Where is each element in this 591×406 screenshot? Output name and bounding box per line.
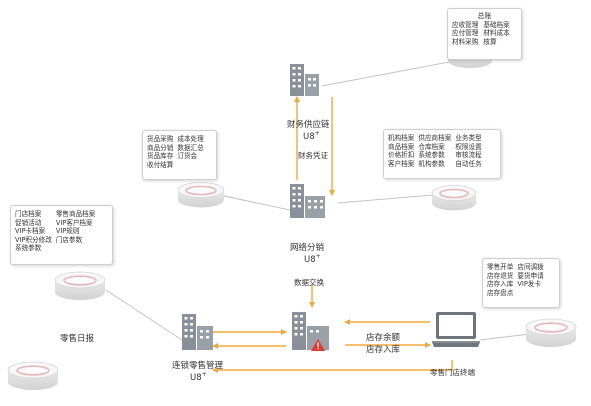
- edge-finance-voucher-label: 财务凭证: [298, 151, 328, 160]
- list-item: 货品采购: [147, 135, 174, 143]
- list-item: 商品档案: [388, 142, 415, 151]
- connector-ledger: [321, 57, 471, 87]
- list-item: 自动任务: [455, 159, 482, 168]
- list-item: 订货会: [177, 152, 198, 161]
- list-item: 店存盘点: [487, 288, 514, 297]
- edge-store-balance-label: 店存余额: [366, 333, 401, 343]
- disk-retail-daily-icon: [7, 361, 59, 390]
- list-item: 货品库存: [147, 152, 174, 161]
- list-item: VIP客户档案: [55, 218, 93, 227]
- node-finance-u8: U8+: [303, 130, 320, 142]
- list-item: 店存入库: [487, 280, 514, 289]
- callout-retail-left: 门店档案 促销活动 VIP卡档案 VIP积分修改 系统参数 零售商品档案 VIP…: [10, 205, 113, 265]
- list-item: 店间调拨: [517, 263, 544, 271]
- list-item: 价格折扣: [388, 151, 415, 160]
- list-item: 零售商品档案: [55, 210, 96, 218]
- list-item: 收付结算: [147, 160, 174, 169]
- server-distribution-icon: [290, 184, 325, 218]
- connector-distribution-right: [337, 194, 434, 204]
- callout-terminal-right: 零售开单 店存退货 店存入库 店存盘点 店间调拨 要货申请 VIP发卡: [482, 258, 560, 308]
- callout-finance-left-col1: 货品采购 商品分销 货品库存 收付结算: [147, 135, 173, 169]
- list-item: 基础档案: [483, 20, 510, 29]
- retail-daily-label: 零售日报: [60, 334, 95, 344]
- node-distribution-u8: U8+: [304, 253, 321, 265]
- list-item: 店存退货: [487, 271, 514, 280]
- node-chain-u8: U8+: [190, 371, 207, 383]
- u8-plus: +: [315, 253, 321, 260]
- callout-ledger-col2: 基础档案 材料成本 核算: [483, 21, 509, 47]
- server-store-icon: [292, 312, 329, 351]
- callout-distribution-right-col1: 机构档案 商品档案 价格折扣 客户档案: [388, 134, 414, 168]
- callout-ledger: 总账 应收管理 应付管理 材料采购 基础档案 材料成本 核算: [447, 8, 522, 60]
- disk-terminal-right-icon: [525, 318, 577, 347]
- list-item: 应收管理: [452, 20, 479, 29]
- list-item: 成本处理: [177, 135, 204, 143]
- list-item: 材料采购: [452, 37, 479, 46]
- list-item: VIP积分修改: [15, 235, 52, 244]
- list-item: 商品分销: [147, 143, 174, 152]
- connector-terminal-right: [479, 333, 531, 341]
- disk-retail-left-icon: [54, 271, 106, 300]
- callout-retail-left-col2: 零售商品档案 VIP客户档案 VIP规则 门店参数: [56, 210, 96, 244]
- callout-distribution-right: 机构档案 商品档案 价格折扣 客户档案 供应商档案 仓库档案 系统参数 机构参数…: [383, 129, 501, 179]
- list-item: 零售开单: [487, 263, 514, 271]
- node-chain-label: 连锁零售管理: [172, 361, 224, 371]
- edge-store-inbound-label: 店存入库: [366, 345, 401, 355]
- laptop-icon: [432, 312, 480, 347]
- callout-finance-left-col2: 成本处理 数据汇总 订货会: [177, 135, 203, 161]
- callout-retail-left-col1: 门店档案 促销活动 VIP卡档案 VIP积分修改 系统参数: [15, 210, 52, 253]
- callout-distribution-right-col2: 供应商档案 仓库档案 系统参数 机构参数: [418, 134, 451, 168]
- edge-data-exchange-label: 数据交换: [294, 278, 324, 287]
- u8-text: U8: [190, 372, 202, 383]
- list-item: 系统参数: [418, 151, 445, 160]
- node-terminal-label: 零售门店终端: [430, 368, 475, 377]
- list-item: 仓库档案: [418, 142, 445, 151]
- connector-retail-left: [105, 289, 183, 341]
- list-item: 供应商档案: [418, 134, 452, 142]
- list-item: 材料成本: [483, 29, 510, 38]
- list-item: 门店档案: [15, 210, 42, 218]
- disk-finance-left-icon: [177, 182, 225, 208]
- callout-terminal-right-col1: 零售开单 店存退货 店存入库 店存盘点: [487, 263, 513, 297]
- u8-text: U8: [303, 131, 315, 142]
- u8-plus: +: [201, 371, 207, 378]
- u8-plus: +: [314, 130, 320, 137]
- list-item: 应付管理: [452, 29, 479, 38]
- list-item: 机构参数: [418, 159, 445, 168]
- list-item: 促销活动: [15, 218, 42, 227]
- list-item: VIP卡档案: [15, 227, 46, 236]
- callout-distribution-right-col3: 业务类型 权限设置 审核流程 自动任务: [455, 134, 481, 168]
- server-chain-icon: [182, 314, 213, 350]
- list-item: 机构档案: [388, 134, 415, 142]
- disk-distribution-right-icon: [431, 185, 477, 211]
- callout-terminal-right-col2: 店间调拨 要货申请 VIP发卡: [517, 263, 543, 289]
- callout-ledger-col1: 应收管理 应付管理 材料采购: [452, 21, 478, 47]
- list-item: 审核流程: [455, 151, 482, 160]
- list-item: 客户档案: [388, 159, 415, 168]
- list-item: VIP发卡: [517, 280, 541, 289]
- list-item: 业务类型: [455, 134, 482, 142]
- list-item: 核算: [483, 37, 497, 46]
- list-item: 门店参数: [55, 235, 83, 244]
- node-distribution-label: 网络分销: [290, 243, 325, 253]
- list-item: 权限设置: [455, 142, 482, 151]
- node-finance-label: 财务供应链: [287, 120, 330, 130]
- warning-icon: [311, 339, 325, 351]
- callout-finance-left: 货品采购 商品分销 货品库存 收付结算 成本处理 数据汇总 订货会: [142, 130, 217, 180]
- u8-text: U8: [304, 254, 316, 265]
- flow-arrows: [212, 96, 453, 373]
- callout-ledger-title: 总账: [477, 12, 492, 20]
- list-item: 系统参数: [15, 244, 42, 253]
- list-item: 数据汇总: [177, 143, 204, 152]
- list-item: 要货申请: [517, 271, 544, 280]
- list-item: VIP规则: [55, 227, 80, 236]
- server-finance-icon: [290, 64, 319, 96]
